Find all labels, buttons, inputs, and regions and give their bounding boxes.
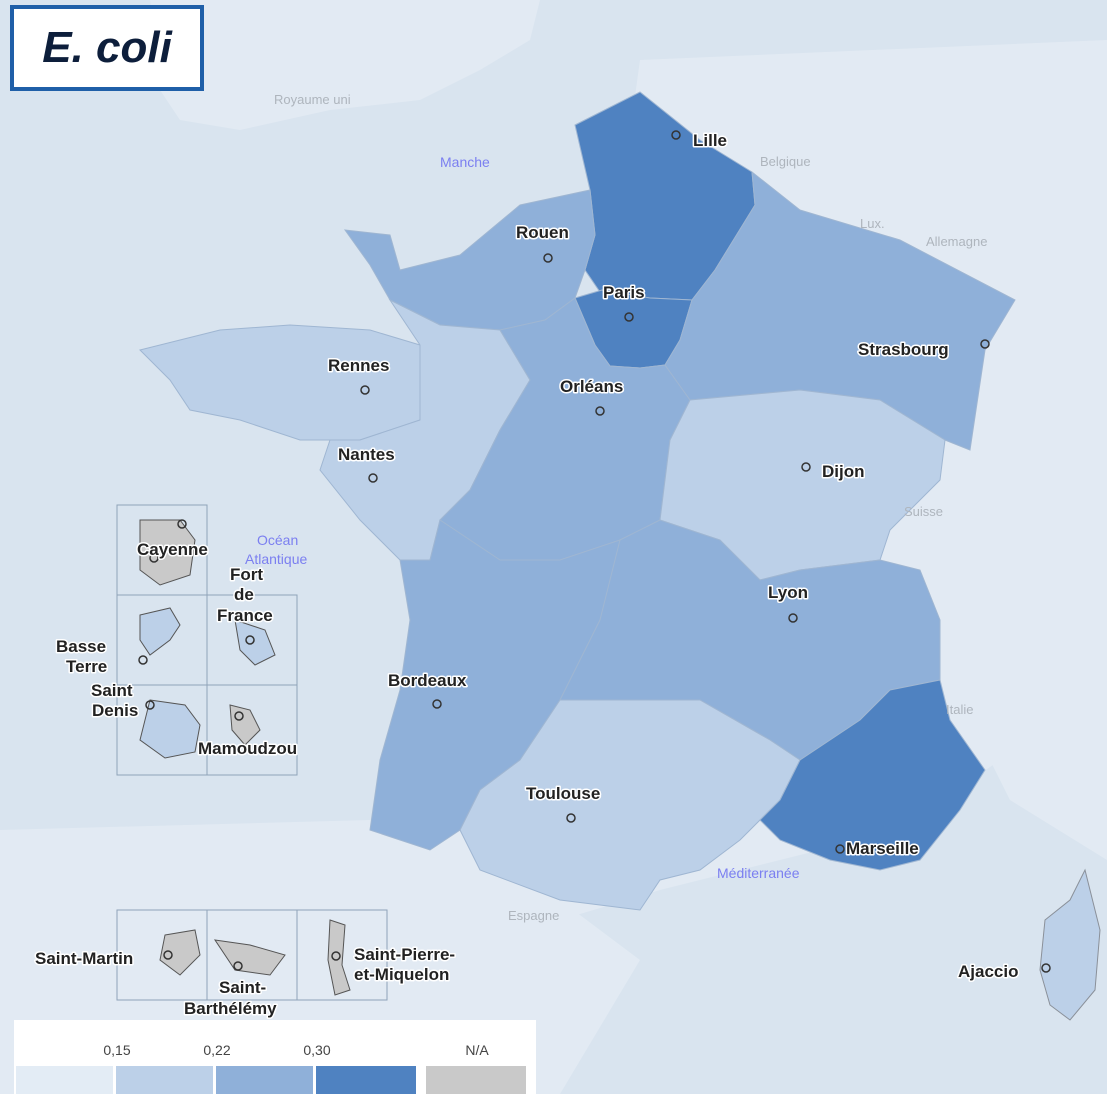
region-paca — [759, 679, 986, 871]
label-mediterranee: Méditerranée — [717, 865, 800, 881]
reunion-shape — [139, 699, 201, 759]
label-spm-2: et-Miquelon — [354, 965, 449, 984]
italy-landmass — [950, 640, 1107, 860]
label-saint-barth-1: Saint- — [219, 978, 266, 997]
map-title: E. coli — [42, 23, 172, 72]
label-toulouse: Toulouse — [526, 784, 600, 803]
label-fort-1: Fort — [230, 565, 263, 584]
label-allemagne: Allemagne — [926, 234, 987, 249]
label-italie: Italie — [946, 702, 973, 717]
label-saint-martin: Saint-Martin — [35, 949, 133, 968]
label-saint-denis-1: Saint — [91, 681, 133, 700]
label-strasbourg: Strasbourg — [858, 340, 949, 359]
martinique-shape — [234, 619, 276, 666]
legend-swatch-3 — [216, 1066, 313, 1094]
label-ocean-2: Atlantique — [245, 551, 307, 567]
label-ocean-1: Océan — [257, 532, 298, 548]
city-markers — [138, 130, 1051, 973]
label-lux: Lux. — [860, 216, 885, 231]
spm-shape — [327, 919, 351, 996]
saint-barthelemy-shape — [213, 939, 286, 976]
uk-landmass — [150, 0, 540, 130]
label-cayenne: Cayenne — [137, 540, 208, 559]
label-lille: Lille — [693, 131, 727, 150]
label-orleans: Orléans — [560, 377, 623, 396]
legend-na-label: N/A — [465, 1042, 489, 1058]
legend-swatch-4 — [316, 1066, 416, 1094]
label-ajaccio: Ajaccio — [958, 962, 1018, 981]
mayotte-shape — [229, 704, 261, 746]
legend-tick-3: 0,30 — [303, 1042, 331, 1058]
color-legend: 0,15 0,22 0,30 N/A — [14, 1020, 536, 1094]
legend-swatch-1 — [16, 1066, 113, 1094]
legend-tick-2: 0,22 — [203, 1042, 231, 1058]
guadeloupe-shape — [139, 607, 181, 656]
label-dijon: Dijon — [822, 462, 865, 481]
label-fort-2: de — [234, 585, 254, 604]
label-suisse: Suisse — [904, 504, 943, 519]
label-paris: Paris — [603, 283, 645, 302]
label-rennes: Rennes — [328, 356, 389, 375]
legend-swatch-na — [426, 1066, 526, 1094]
legend-swatch-2 — [116, 1066, 213, 1094]
label-lyon: Lyon — [768, 583, 808, 602]
legend-tick-1: 0,15 — [103, 1042, 131, 1058]
label-spm-1: Saint-Pierre- — [354, 945, 455, 964]
label-rouen: Rouen — [516, 223, 569, 242]
label-marseille: Marseille — [846, 839, 919, 858]
label-basse-2: Terre — [66, 657, 107, 676]
overseas-insets — [116, 504, 388, 1001]
label-espagne: Espagne — [508, 908, 559, 923]
label-saint-barth-2: Barthélémy — [184, 999, 277, 1018]
label-fort-3: France — [217, 606, 273, 625]
label-manche: Manche — [440, 154, 490, 170]
label-nantes: Nantes — [338, 445, 395, 464]
label-mamoudzou: Mamoudzou — [198, 739, 297, 758]
title-box: E. coli — [10, 5, 204, 91]
label-belgique: Belgique — [760, 154, 811, 169]
region-corse — [1039, 868, 1101, 1021]
label-royaume-uni: Royaume uni — [274, 92, 351, 107]
label-saint-denis-2: Denis — [92, 701, 138, 720]
saint-martin-shape — [159, 929, 201, 976]
label-bordeaux: Bordeaux — [388, 671, 467, 690]
label-basse-1: Basse — [56, 637, 106, 656]
